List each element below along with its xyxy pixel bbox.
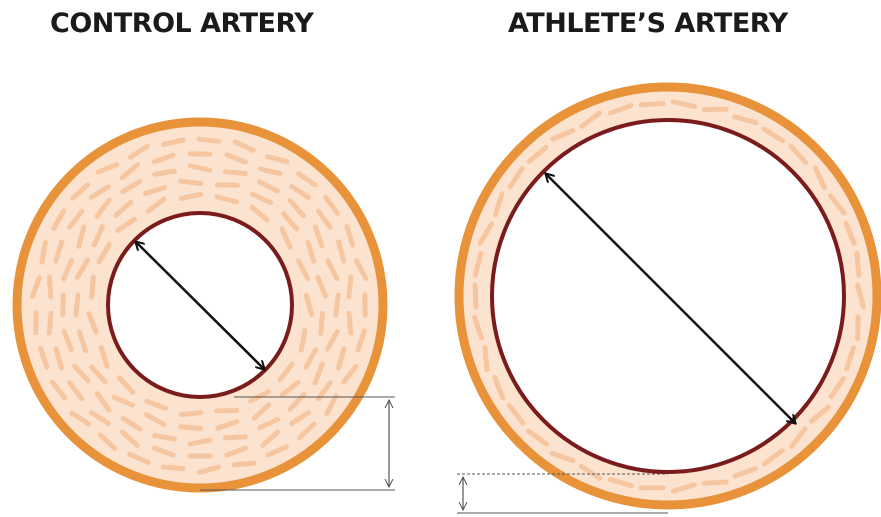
wall-streak <box>475 285 476 307</box>
wall-streak <box>321 313 323 333</box>
wall-streak <box>234 463 254 465</box>
wall-streak <box>485 348 487 370</box>
wall-streak <box>49 313 51 333</box>
wall-streak <box>858 317 859 339</box>
wall-streak <box>181 413 201 415</box>
wall-streak <box>857 253 859 275</box>
control-artery <box>17 122 383 488</box>
wall-streak <box>92 277 94 297</box>
wall-streak <box>349 277 351 297</box>
wall-streak <box>336 295 338 315</box>
wall-streak <box>42 242 45 262</box>
wall-streak <box>641 103 663 104</box>
wall-streak <box>349 313 351 333</box>
wall-streak <box>155 171 175 174</box>
wall-streak <box>181 181 201 183</box>
athlete-artery <box>459 87 877 505</box>
wall-streak <box>181 427 201 429</box>
wall-streak <box>163 467 183 469</box>
wall-streak <box>49 277 50 297</box>
wall-streak <box>704 482 726 483</box>
wall-streak <box>199 139 219 141</box>
wall-streak <box>225 172 245 174</box>
wall-streak <box>76 295 78 315</box>
wall-streak <box>225 437 245 438</box>
